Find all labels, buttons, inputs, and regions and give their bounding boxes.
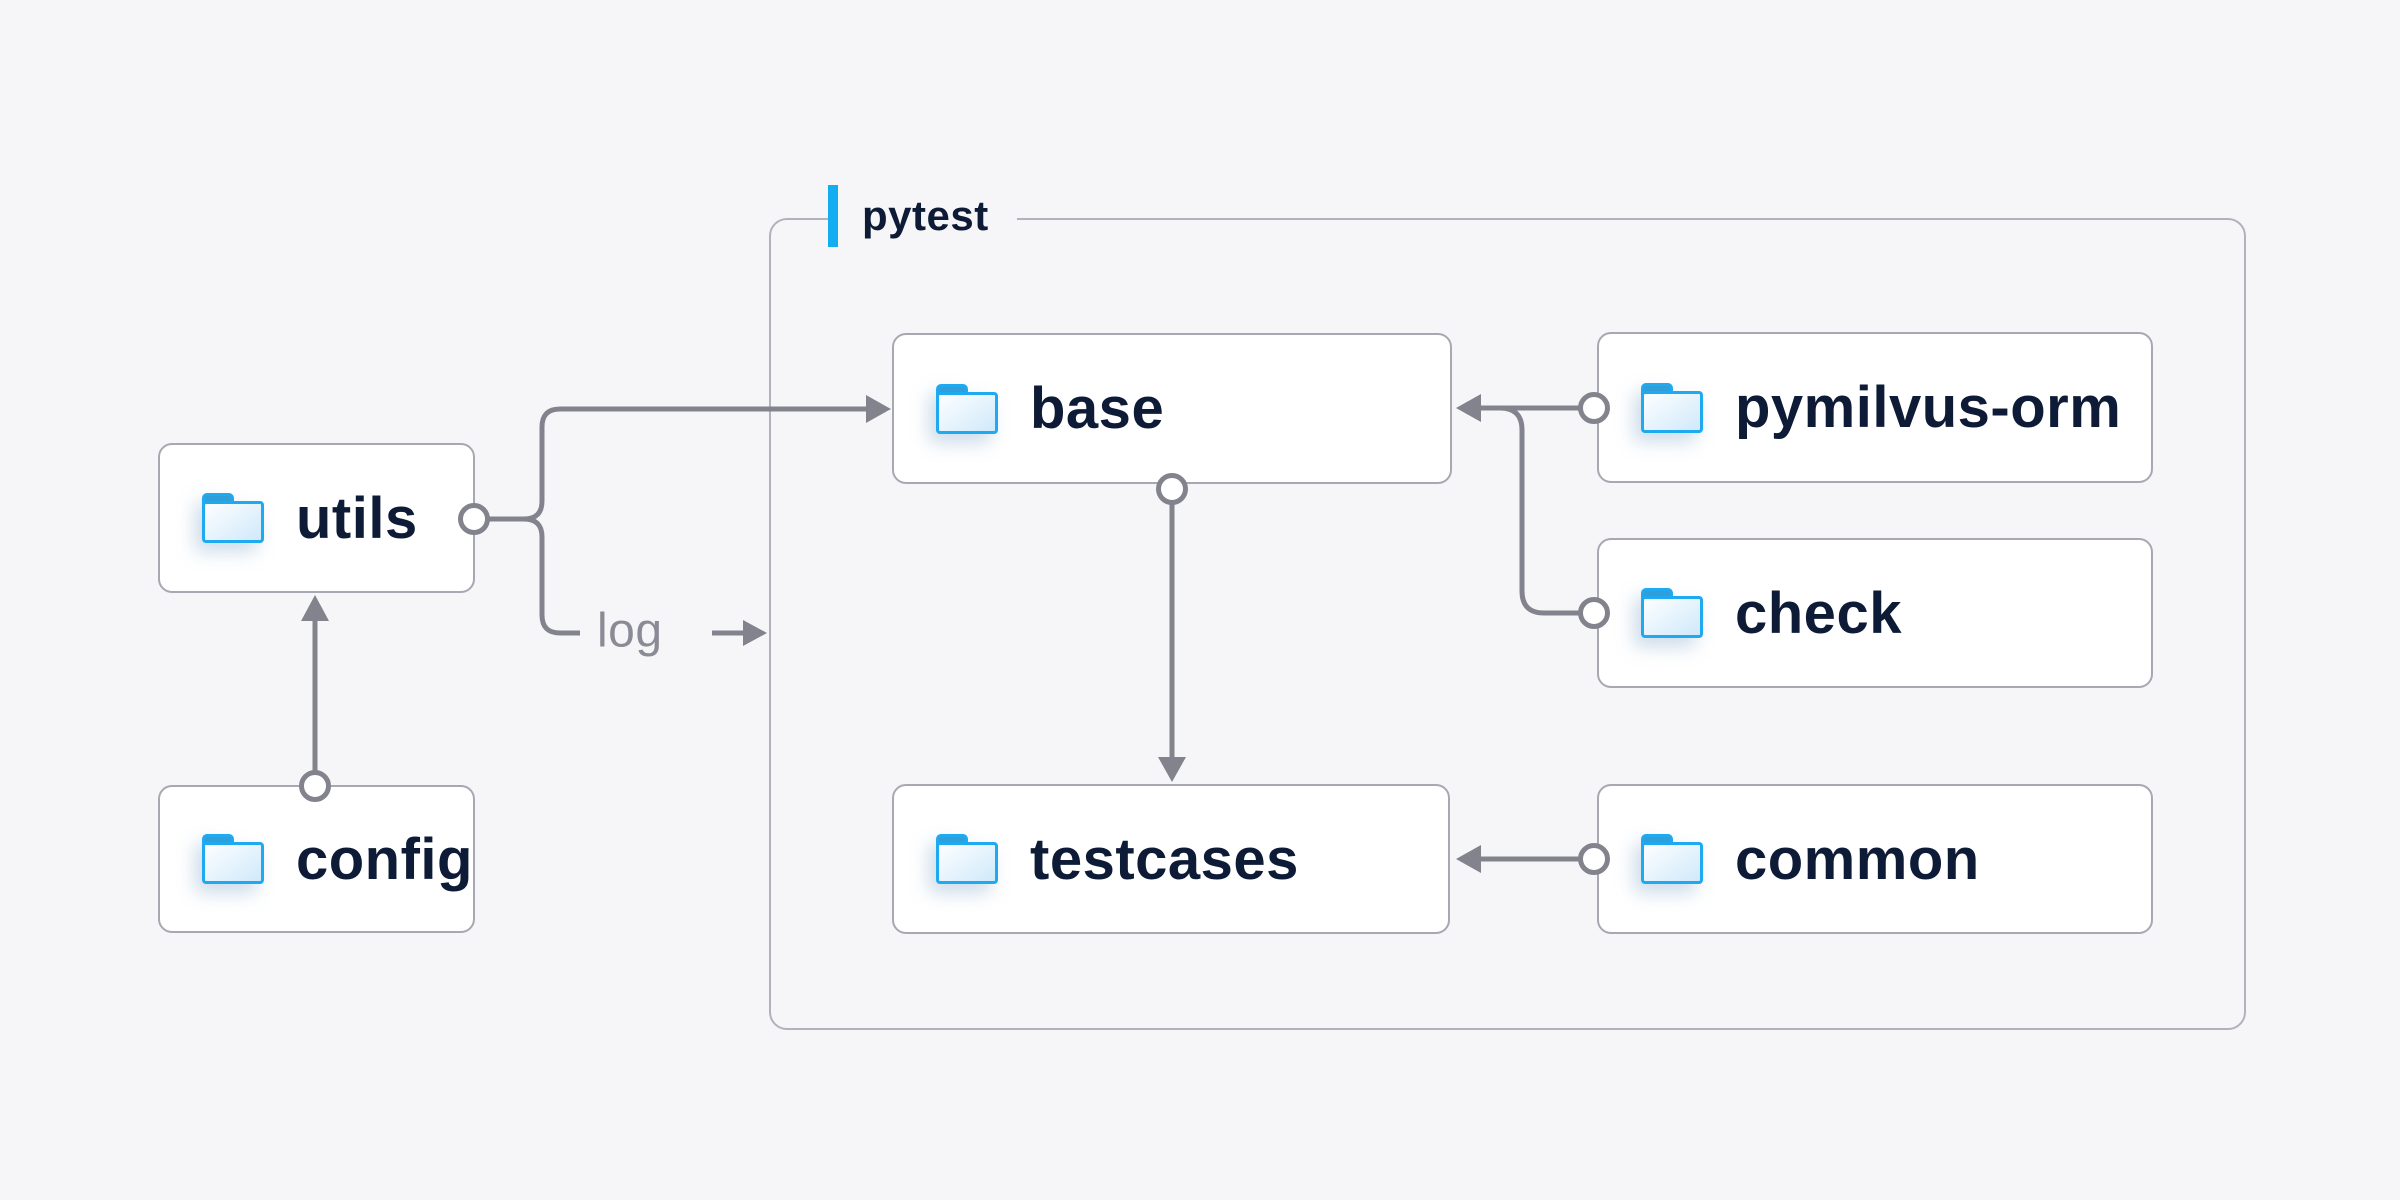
folder-body (1641, 596, 1703, 638)
node-testcases-label: testcases (1030, 826, 1299, 892)
folder-icon (1641, 834, 1703, 884)
pytest-container (769, 218, 2246, 1030)
pytest-container-title: pytest (838, 185, 1017, 247)
node-utils: utils (158, 443, 475, 593)
folder-icon (202, 493, 264, 543)
folder-icon (1641, 588, 1703, 638)
folder-body (202, 501, 264, 543)
folder-body (1641, 842, 1703, 884)
node-utils-label: utils (296, 485, 418, 551)
log-edge-label: log (597, 604, 663, 658)
folder-icon (1641, 382, 1703, 433)
folder-icon (936, 834, 998, 884)
accent-bar (828, 185, 838, 247)
edge-utils-log (523, 516, 580, 636)
pytest-container-label: pytest (828, 185, 1017, 247)
node-check: check (1597, 538, 2153, 688)
folder-icon (202, 834, 264, 884)
folder-icon (936, 383, 998, 434)
folder-body (936, 391, 998, 434)
arrowhead-log (743, 620, 767, 646)
node-pymilvus-orm-label: pymilvus-orm (1735, 375, 2122, 440)
folder-body (202, 842, 264, 884)
node-check-label: check (1735, 580, 1902, 646)
node-pymilvus-orm: pymilvus-orm (1597, 332, 2153, 483)
node-common-label: common (1735, 826, 1980, 892)
node-common: common (1597, 784, 2153, 934)
folder-body (936, 842, 998, 884)
node-base-label: base (1030, 376, 1165, 441)
node-testcases: testcases (892, 784, 1450, 934)
node-config-label: config (296, 826, 473, 892)
arrowhead-up-into-utils (301, 595, 329, 621)
node-config: config (158, 785, 475, 933)
node-base: base (892, 333, 1452, 484)
folder-body (1641, 390, 1703, 433)
